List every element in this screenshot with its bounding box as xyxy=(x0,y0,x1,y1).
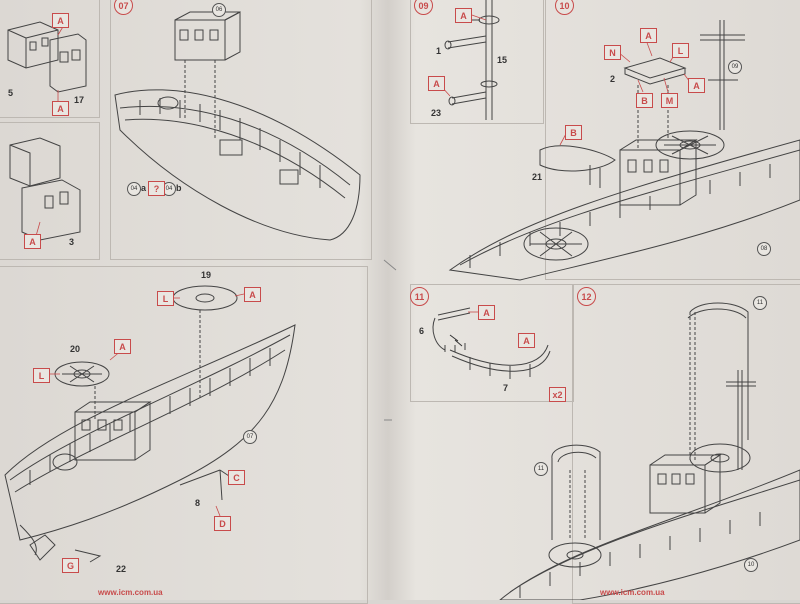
ship-drawing-step-10 xyxy=(448,20,800,281)
part-2: 2 xyxy=(610,74,616,84)
marker-a-4: A xyxy=(114,339,131,354)
part-3: 3 xyxy=(69,237,75,247)
step-number-10: 10 xyxy=(555,0,574,15)
rail-drawing-step-11 xyxy=(432,307,551,379)
subassembly-ref-11a: 11 xyxy=(753,296,767,310)
part-17: 17 xyxy=(74,95,85,105)
marker-b-2: B xyxy=(636,93,653,108)
marker-question: ? xyxy=(148,181,165,196)
part-5: 5 xyxy=(8,88,14,98)
part-21: 21 xyxy=(532,172,543,182)
option-ref-04a: 04 xyxy=(127,182,141,196)
marker-b-1: B xyxy=(565,125,582,140)
subassembly-ref-07: 07 xyxy=(243,430,257,444)
part-1: 1 xyxy=(436,46,442,56)
footer-url-right: www.icm.com.ua xyxy=(600,588,665,597)
panel-step-11 xyxy=(410,284,574,402)
part-23: 23 xyxy=(431,108,442,118)
marker-a-5: A xyxy=(244,287,261,302)
subassembly-ref-09: 09 xyxy=(728,60,742,74)
marker-l-2: L xyxy=(157,291,174,306)
marker-g: G xyxy=(62,558,79,573)
hull-drawing-step-07 xyxy=(114,11,361,241)
part-20: 20 xyxy=(70,344,81,354)
subassembly-ref-11b: 11 xyxy=(534,462,548,476)
part-15: 15 xyxy=(497,55,508,65)
subassembly-ref-08: 08 xyxy=(757,242,771,256)
part-8: 8 xyxy=(195,498,201,508)
step-number-11: 11 xyxy=(410,287,429,306)
marker-a-6: A xyxy=(455,8,472,23)
part-22: 22 xyxy=(116,564,127,574)
marker-a-1: A xyxy=(52,13,69,28)
step-number-07: 07 xyxy=(114,0,133,15)
panel-step-10 xyxy=(545,0,800,280)
marker-l-1: L xyxy=(33,368,50,383)
option-a-label: a xyxy=(141,183,147,193)
marker-c: C xyxy=(228,470,245,485)
step-number-12: 12 xyxy=(577,287,596,306)
marker-m: M xyxy=(661,93,678,108)
marker-n: N xyxy=(604,45,621,60)
hull-drawing-step-08 xyxy=(4,285,296,563)
option-b-label: b xyxy=(176,183,182,193)
marker-a-10: A xyxy=(478,305,495,320)
part-6: 6 xyxy=(419,326,425,336)
ship-drawing-step-12 xyxy=(499,302,800,600)
marker-a-9: A xyxy=(688,78,705,93)
part-7: 7 xyxy=(503,383,509,393)
marker-a-8: A xyxy=(640,28,657,43)
quantity-x2: x2 xyxy=(549,387,566,402)
marker-l-3: L xyxy=(672,43,689,58)
binding-marks xyxy=(383,259,397,421)
marker-a-3: A xyxy=(24,234,41,249)
part-sketch-top-left xyxy=(7,21,87,241)
panel-step-07 xyxy=(110,0,372,260)
panel-top-left-b xyxy=(0,122,100,260)
marker-d: D xyxy=(214,516,231,531)
part-19: 19 xyxy=(201,270,212,280)
mast-drawing-step-09 xyxy=(444,0,500,120)
panel-top-left-a xyxy=(0,0,100,118)
marker-a-2: A xyxy=(52,101,69,116)
footer-url-left: www.icm.com.ua xyxy=(98,588,163,597)
marker-a-11: A xyxy=(518,333,535,348)
marker-a-7: A xyxy=(428,76,445,91)
subassembly-ref-10: 10 xyxy=(744,558,758,572)
panel-step-09 xyxy=(410,0,544,124)
subassembly-ref-06: 06 xyxy=(212,3,226,17)
step-number-09: 09 xyxy=(414,0,433,15)
